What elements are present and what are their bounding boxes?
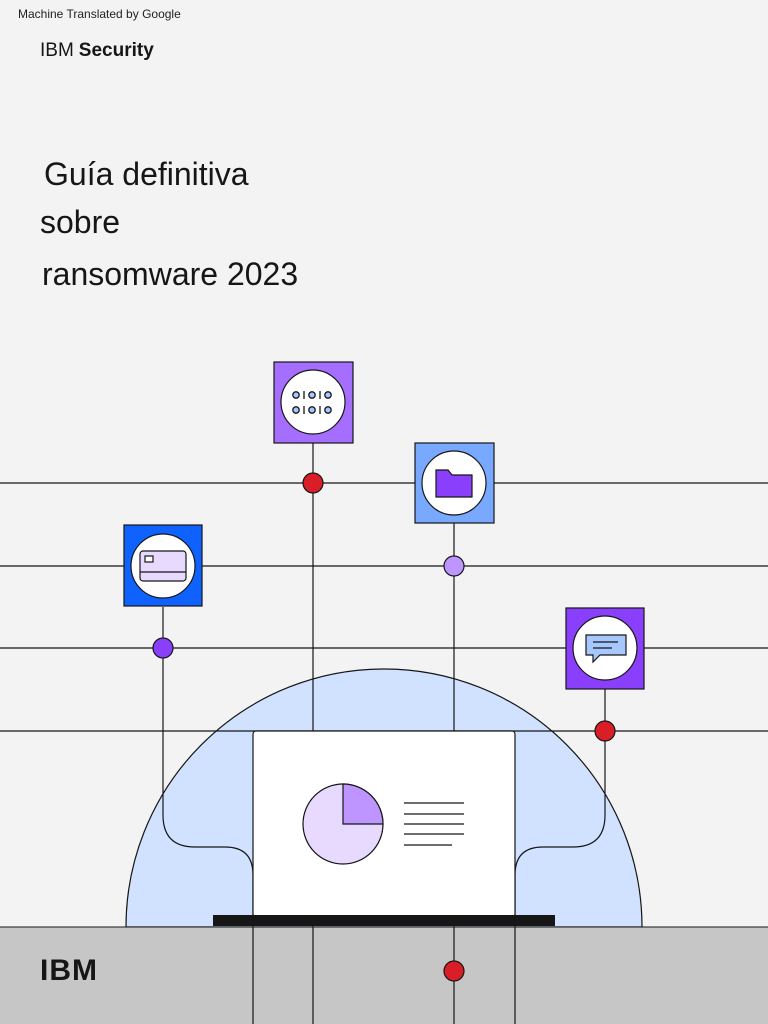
laptop-base — [213, 915, 555, 926]
folder-icon — [435, 469, 473, 498]
folder-tile — [414, 442, 495, 524]
cover-title: Guía definitiva sobre ransomware 2023 — [40, 150, 298, 298]
binary-code-tile — [273, 361, 354, 444]
machine-translation-note: Machine Translated by Google — [18, 7, 181, 21]
binary-code-icon — [292, 391, 332, 414]
laptop — [213, 730, 555, 926]
brand-name: IBM — [40, 40, 74, 61]
node-light-purple — [443, 555, 465, 577]
node-red — [594, 720, 616, 742]
ibm-logo: IBM — [40, 954, 98, 987]
node-red — [302, 472, 324, 494]
brand-product: Security — [78, 40, 154, 61]
connector — [514, 689, 606, 1024]
title-line: ransomware 2023 — [42, 256, 299, 292]
footer-band — [0, 927, 768, 1024]
node-red — [443, 960, 465, 982]
text-lines — [404, 802, 464, 846]
node-purple — [152, 637, 174, 659]
connector — [162, 607, 254, 1024]
title-line: Guía definitiva — [44, 156, 249, 192]
credit-card-tile — [123, 524, 203, 607]
pie-chart-icon — [302, 783, 384, 865]
title-line: sobre — [40, 204, 121, 240]
laptop-screen — [252, 730, 516, 918]
credit-card-icon — [139, 550, 187, 582]
nodes — [152, 472, 616, 982]
chat-bubble-icon — [585, 634, 627, 664]
chat-tile — [565, 607, 645, 690]
